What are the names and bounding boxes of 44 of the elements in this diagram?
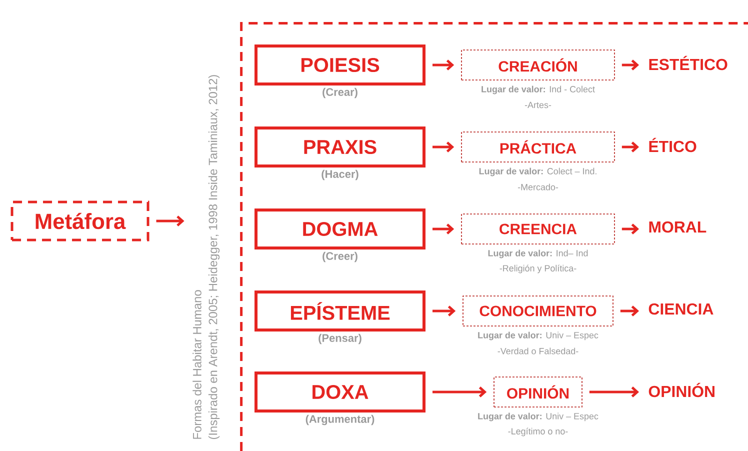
arrow <box>432 60 454 70</box>
value-note: -Mercado- <box>518 184 558 190</box>
category-text: ÉTICO <box>649 138 696 152</box>
value-note: Lugar de valor: Ind– Ind <box>488 250 588 258</box>
value-note: -Artes- <box>524 102 552 108</box>
rotated-caption: (Inspirado en Arendt, 2005; Heidegger, 1998 Inside Taminiaux, 2012) <box>208 75 220 440</box>
category-text: CIENCIA <box>648 303 714 315</box>
value-note: -Legítimo o no- <box>508 428 568 436</box>
concept-box: DOGMA <box>254 208 426 250</box>
value-note: -Religión y Política- <box>500 264 576 274</box>
category-text: OPINIÓN <box>648 382 714 398</box>
dashed-box: CREENCIA <box>461 214 615 244</box>
dashed-box: CONOCIMIENTO <box>462 296 614 326</box>
arrow <box>620 306 639 316</box>
arrow <box>622 142 639 152</box>
value-note: Lugar de valor: Univ – Espec <box>478 412 598 422</box>
verb-label: (Pensar) <box>318 334 362 344</box>
concept-box: EPÍSTEME <box>254 290 426 332</box>
concept-box: DOXA <box>254 372 426 412</box>
value-note: -Verdad o Falsedad- <box>498 348 578 354</box>
arrow <box>589 386 639 398</box>
arrow <box>432 306 456 316</box>
verb-label: (Crear) <box>322 88 358 98</box>
verb-label: (Hacer) <box>322 170 358 180</box>
category-text: ESTÉTICO <box>649 56 728 70</box>
concept-box: PRAXIS <box>254 126 426 168</box>
arrow <box>156 216 184 226</box>
rotated-caption: Formas del Habitar Humano <box>192 290 202 439</box>
value-note: Lugar de valor: Ind - Colect <box>482 86 595 94</box>
arrow <box>622 224 639 234</box>
arrow <box>432 386 487 398</box>
verb-label: (Argumentar) <box>306 414 374 426</box>
concept-box: POIESIS <box>254 44 426 86</box>
arrow <box>432 142 454 152</box>
dashed-box: PRÁCTICA <box>461 132 615 162</box>
arrow <box>622 60 639 70</box>
value-note: Lugar de valor: Colect – Ind. <box>479 168 596 176</box>
dashed-box: OPINIÓN <box>494 376 582 408</box>
verb-label: (Creer) <box>322 252 358 262</box>
arrow <box>432 224 454 234</box>
dashed-box: CREACIÓN <box>461 50 615 80</box>
value-note: Lugar de valor: Univ – Espec <box>478 332 598 340</box>
dashed-box: Metáfora <box>10 200 150 242</box>
category-text: MORAL <box>649 221 706 233</box>
